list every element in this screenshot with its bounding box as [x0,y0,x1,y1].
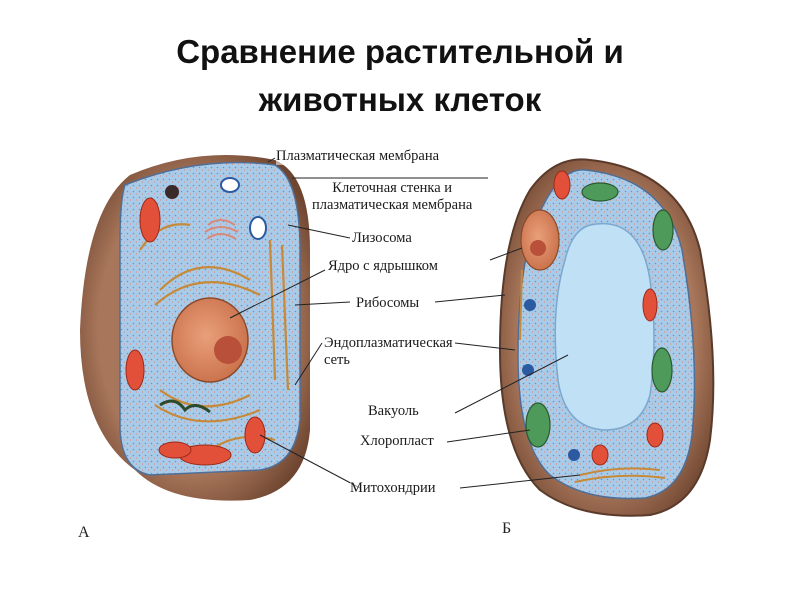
plant-cell [500,159,713,515]
label-mitochondria: Митохондрии [350,480,436,497]
label-cell-wall-line-2: плазматическая мембрана [312,197,472,214]
animal-cell [80,155,310,501]
title-line-1: Сравнение растительной и [0,28,800,76]
plant-vacuole [555,224,654,430]
animal-vesicle [165,185,179,199]
label-er-line-1: Эндоплазматическая [324,335,453,352]
slide-title: Сравнение растительной и животных клеток [0,28,800,124]
label-cell-wall-line-1: Клеточная стенка и [312,180,472,197]
title-line-2: животных клеток [0,76,800,124]
plant-nucleus [521,210,559,270]
label-ribosomes: Рибосомы [356,295,419,312]
label-plasma-membrane: Плазматическая мембрана [276,148,439,165]
label-er-line-2: сеть [324,352,453,369]
panel-letter-a: А [78,524,90,542]
animal-nucleolus [214,336,242,364]
label-chloroplast: Хлоропласт [360,433,434,450]
plant-nucleolus [530,240,546,256]
panel-letter-b: Б [502,520,511,538]
cell-comparison-figure: Плазматическая мембрана Клеточная стенка… [60,130,740,570]
label-cell-wall: Клеточная стенка и плазматическая мембра… [312,180,472,214]
label-vacuole: Вакуоль [368,403,419,420]
label-nucleus: Ядро с ядрышком [328,258,438,275]
label-er: Эндоплазматическая сеть [324,335,453,369]
label-lysosome: Лизосома [352,230,412,247]
